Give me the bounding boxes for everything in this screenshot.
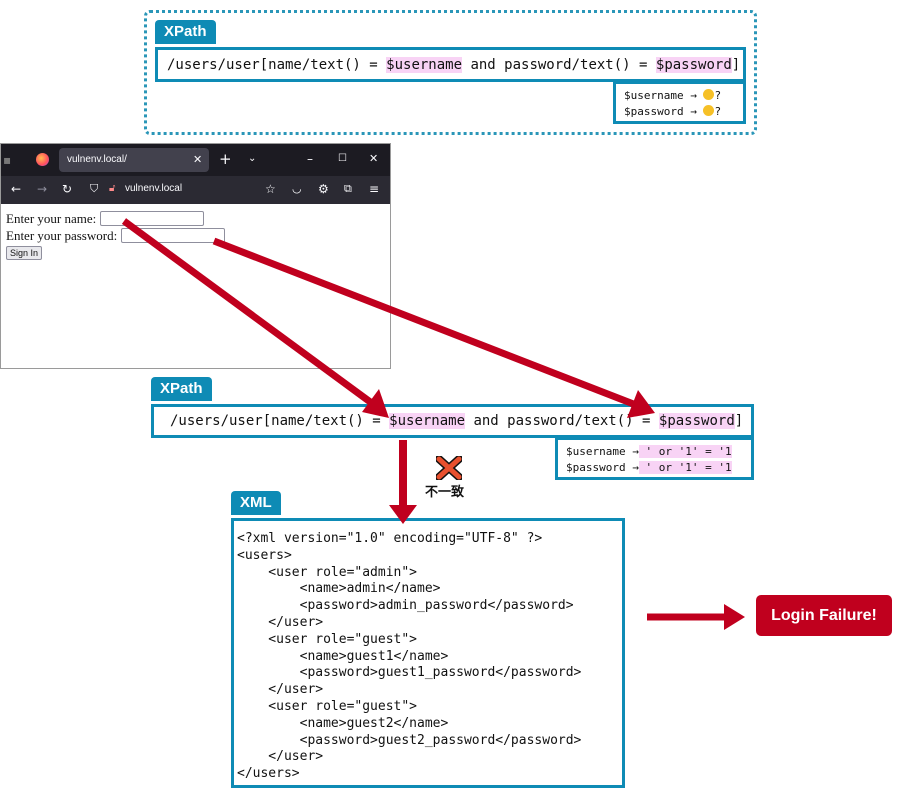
login-form: Enter your name: Enter your password: Si… [6,210,226,260]
xml-line: </user> [237,749,324,765]
xml-line: <name>guest2</name> [237,715,449,731]
xml-document: <?xml version="1.0" encoding="UTF-8" ?><… [231,518,625,788]
browser-tab[interactable]: vulnenv.local/ ✕ [59,148,209,172]
username-variable: $username [386,57,463,73]
top-xpath-query: /users/user[name/text() = $username and … [155,47,746,82]
xml-line: <user role="admin"> [237,564,418,580]
xml-line: <users> [237,547,292,563]
shield-icon[interactable]: ⛉ [90,182,99,195]
browser-toolbar: ← → ↻ ⛉ 🔓︎ vulnenv.local ☆ ◡ ⚙ ⧉ ≡ [1,176,390,204]
top-xpath-tag: XPath [155,20,216,44]
overflow-icon[interactable]: ▪ [3,153,12,167]
xml-line: <name>guest1</name> [237,648,449,664]
firefox-logo-icon [36,153,49,166]
xml-line: </user> [237,682,324,698]
back-arrow-icon[interactable]: ← [11,182,22,196]
menu-icon[interactable]: ≡ [369,182,380,196]
xml-line: <user role="guest"> [237,698,418,714]
result-arrowhead [724,604,745,630]
xml-tag: XML [231,491,281,515]
mid-xpath-query: /users/user[name/text() = $username and … [151,404,754,438]
xml-line: <password>guest2_password</password> [237,732,582,748]
new-tab-icon[interactable]: + [219,150,232,168]
extensions-icon[interactable]: ⧉ [344,182,352,195]
xml-line: <?xml version="1.0" encoding="UTF-8" ?> [237,531,543,546]
url-text[interactable]: vulnenv.local [125,183,183,194]
bookmark-star-icon[interactable]: ☆ [265,182,276,196]
sign-in-button[interactable]: Sign In [6,246,43,260]
name-input[interactable] [100,211,205,226]
browser-window: ▪ vulnenv.local/ ✕ + ⌄ – ☐ ✕ ← → ↻ ⛉ 🔓︎ … [0,143,391,369]
close-tab-icon[interactable]: ✕ [193,153,203,166]
injection-payload: ' or '1' = '1 [638,445,732,458]
xml-line: <name>admin</name> [237,581,441,597]
close-window-icon[interactable]: ✕ [369,152,379,165]
mid-xpath-legend: $username → ' or '1' = '1 $password → ' … [555,437,754,480]
injection-payload: ' or '1' = '1 [638,461,732,474]
settings-gear-icon[interactable]: ⚙ [318,182,329,196]
browser-tab-bar: ▪ vulnenv.local/ ✕ + ⌄ – ☐ ✕ [1,144,390,176]
mismatch-label: 不一致 [425,485,465,500]
password-input[interactable] [121,228,226,243]
name-label: Enter your name: [6,210,97,226]
insecure-lock-icon[interactable]: 🔓︎ [109,183,116,194]
chevron-down-icon[interactable]: ⌄ [248,153,257,164]
login-failure-badge: Login Failure! [756,595,892,636]
xml-line: <password>guest1_password</password> [237,665,582,681]
password-variable: $password [655,57,732,73]
xml-line: <user role="guest"> [237,631,418,647]
minimize-icon[interactable]: – [307,152,313,166]
top-xpath-frame [144,10,757,135]
forward-arrow-icon[interactable]: → [37,182,48,196]
xml-line: <password>admin_password</password> [237,598,574,614]
mid-xpath-tag: XPath [151,377,212,401]
password-variable: $password [658,413,735,429]
top-xpath-legend: $username → ? $password → ? [613,81,746,124]
maximize-icon[interactable]: ☐ [338,153,347,164]
xml-line: </users> [237,766,300,782]
username-variable: $username [389,413,466,429]
thinking-face-icon [703,105,715,116]
tab-title: vulnenv.local/ [67,154,127,165]
xml-line: </user> [237,614,324,630]
thinking-face-icon [703,89,715,100]
reload-icon[interactable]: ↻ [62,182,73,196]
pocket-icon[interactable]: ◡ [292,182,302,195]
cross-mark-icon [436,456,462,480]
password-label: Enter your password: [6,227,118,243]
